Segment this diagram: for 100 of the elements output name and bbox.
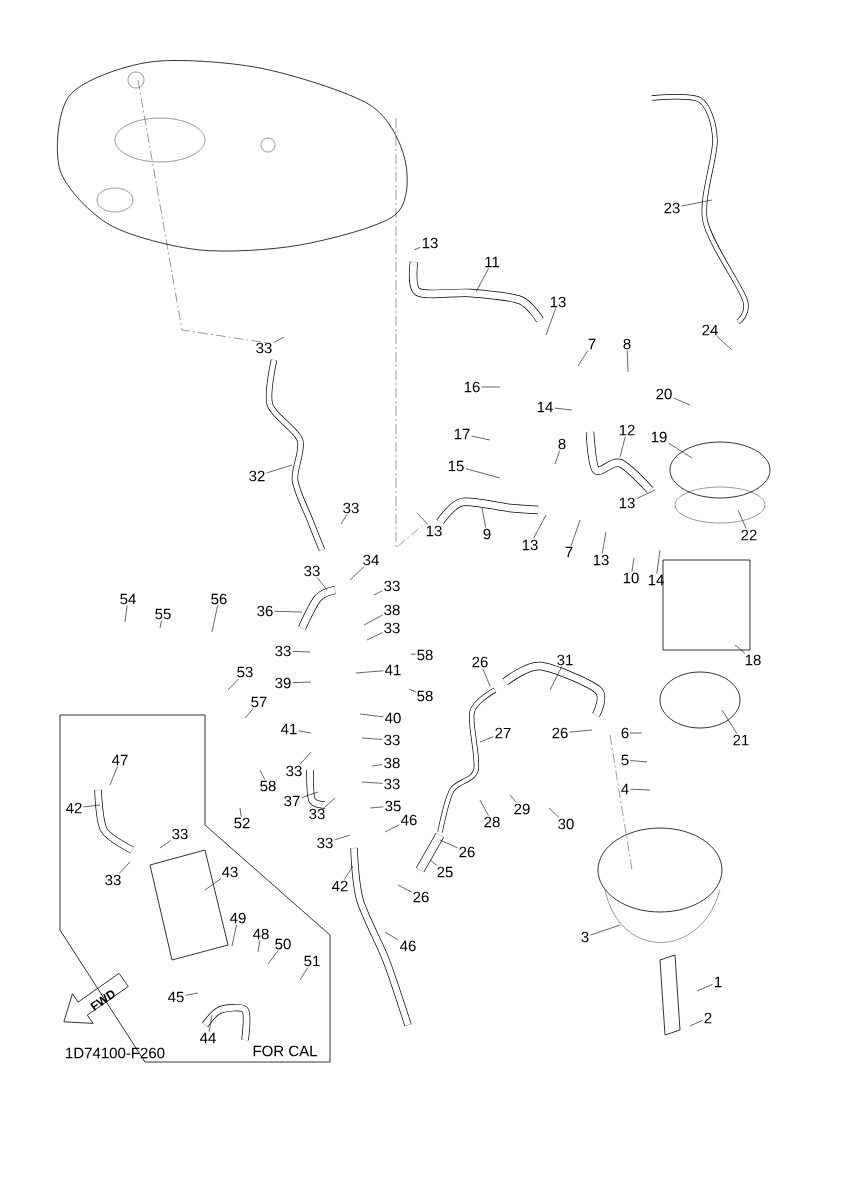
callout-number: 10 <box>623 572 639 584</box>
leader-line <box>355 670 384 674</box>
callout-number: 26 <box>413 891 429 903</box>
leader-line <box>298 730 312 734</box>
leader-line <box>244 708 254 719</box>
leader-line <box>429 859 438 866</box>
callout-number: 47 <box>112 754 128 766</box>
leader-line <box>384 824 400 833</box>
callout-number: 58 <box>260 780 276 792</box>
leader-line <box>301 791 319 798</box>
note-text: 1D74100-F260 <box>66 1047 165 1059</box>
leader-line <box>292 681 312 683</box>
leader-line <box>369 806 384 809</box>
callout-number: 54 <box>120 593 136 605</box>
callout-number: 35 <box>385 800 401 812</box>
callout-number: 33 <box>384 580 400 592</box>
leader-line <box>630 788 651 791</box>
leader-line <box>159 840 171 849</box>
leader-line <box>533 514 547 539</box>
callout-number: 26 <box>459 846 475 858</box>
callout-number: 33 <box>384 778 400 790</box>
callout-number: 8 <box>623 338 631 350</box>
callout-number: 29 <box>514 803 530 815</box>
callout-number: 43 <box>222 866 238 878</box>
leader-line <box>292 651 311 653</box>
leader-line <box>465 468 501 479</box>
leader-line <box>549 666 563 691</box>
callout-number: 28 <box>484 816 500 828</box>
leader-line <box>373 590 383 596</box>
callout-number: 55 <box>155 608 171 620</box>
callout-number: 6 <box>621 727 629 739</box>
callout-number: 30 <box>558 818 574 830</box>
leader-line <box>481 386 501 388</box>
leader-line <box>737 509 747 529</box>
leader-line <box>475 268 489 293</box>
leader-line <box>343 865 354 880</box>
leader-line <box>619 436 626 458</box>
callout-number: 15 <box>448 460 464 472</box>
callout-number: 33 <box>105 874 121 886</box>
callout-number: 22 <box>741 529 757 541</box>
leader-line <box>159 620 162 629</box>
leader-line <box>509 794 517 803</box>
leader-line <box>273 336 285 344</box>
leader-line <box>554 407 573 411</box>
leader-line <box>479 736 494 743</box>
leader-line <box>185 992 199 996</box>
callout-number: 41 <box>385 664 401 676</box>
callout-number: 11 <box>485 256 500 268</box>
callout-number: 33 <box>309 808 325 820</box>
callout-number: 48 <box>253 928 269 940</box>
callout-number: 46 <box>401 814 417 826</box>
leader-line <box>482 668 491 687</box>
callout-number: 50 <box>275 938 291 950</box>
callout-number: 3 <box>581 931 589 943</box>
leader-line <box>266 464 293 474</box>
callout-number: 2 <box>704 1012 712 1024</box>
callout-number: 26 <box>552 727 568 739</box>
callout-number: 1 <box>714 976 722 988</box>
callout-number: 33 <box>286 765 302 777</box>
callout-number: 44 <box>200 1032 216 1044</box>
callout-number: 39 <box>275 677 291 689</box>
leader-line <box>366 632 383 641</box>
leader-line <box>83 804 101 808</box>
callout-number: 5 <box>621 754 629 766</box>
leader-line <box>231 924 237 947</box>
callout-number: 33 <box>304 565 320 577</box>
callout-number: 53 <box>237 666 253 678</box>
callout-number: 19 <box>651 431 667 443</box>
leader-line <box>413 246 421 251</box>
callout-number: 37 <box>284 795 300 807</box>
callout-number: 8 <box>558 438 566 450</box>
leader-line <box>361 781 383 784</box>
callout-number: 32 <box>249 470 265 482</box>
callout-number: 33 <box>317 837 333 849</box>
callout-number: 13 <box>593 554 609 566</box>
leader-line <box>211 605 218 633</box>
callout-number: 9 <box>483 528 491 540</box>
callout-number: 13 <box>422 237 438 249</box>
leader-line <box>118 861 131 874</box>
callout-number: 23 <box>664 202 680 214</box>
leader-line <box>696 984 713 992</box>
leader-line <box>626 350 629 373</box>
leader-line <box>630 760 648 763</box>
leader-line <box>299 967 309 981</box>
leader-line <box>124 605 128 623</box>
callout-number: 7 <box>588 338 596 350</box>
leader-line <box>371 764 383 767</box>
callout-number: 21 <box>733 734 749 746</box>
leader-line <box>204 878 222 891</box>
callout-number: 27 <box>495 727 511 739</box>
leader-line <box>689 1020 703 1027</box>
leader-line <box>681 199 713 207</box>
callout-number: 18 <box>745 654 761 666</box>
callout-number: 13 <box>550 296 566 308</box>
callout-number: 33 <box>343 502 359 514</box>
callout-number: 38 <box>384 604 400 616</box>
leader-line <box>548 807 560 818</box>
leader-line <box>479 799 489 816</box>
leader-line <box>349 566 365 581</box>
leader-line <box>227 678 240 691</box>
